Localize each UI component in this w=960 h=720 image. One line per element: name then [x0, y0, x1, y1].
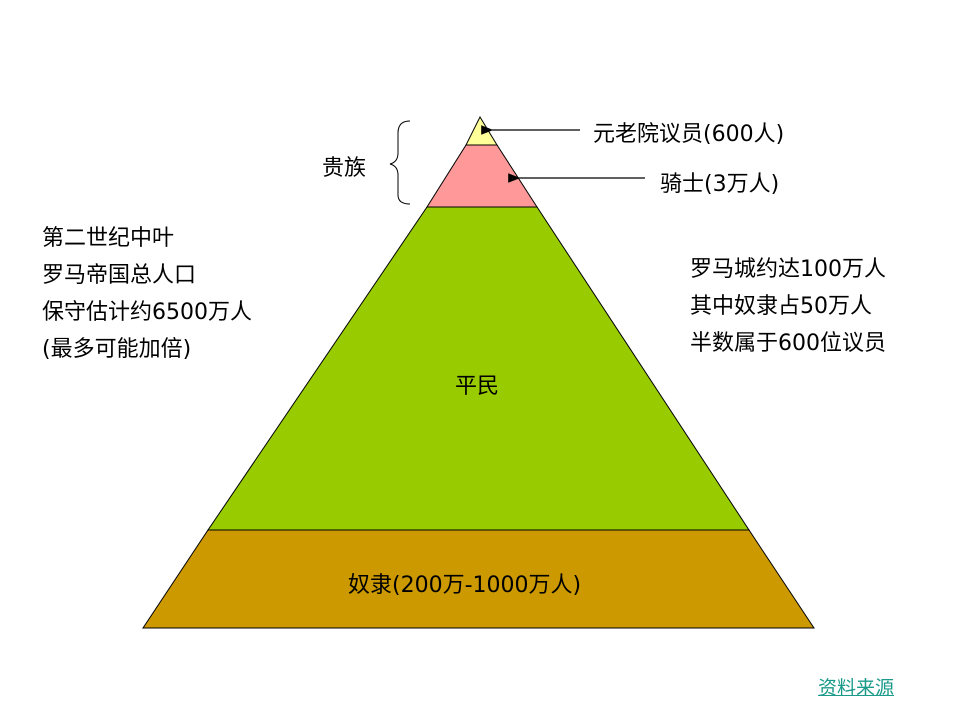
left-note-line: 保守估计约6500万人	[42, 300, 252, 325]
tier-knights	[426, 144, 538, 208]
right-note-line: 罗马城约达100万人	[690, 257, 886, 282]
left-note-line: 第二世纪中叶	[42, 226, 175, 251]
left-note-line: 罗马帝国总人口	[42, 263, 197, 288]
tier-senators	[465, 115, 498, 146]
plebs-label: 平民	[455, 374, 500, 399]
source-link[interactable]: 资料来源	[818, 677, 895, 699]
senators-label: 元老院议员(600人)	[593, 122, 785, 147]
right-note: 罗马城约达100万人 其中奴隶占50万人 半数属于600位议员	[690, 251, 886, 362]
knights-label: 骑士(3万人)	[660, 172, 780, 197]
nobility-label: 贵族	[322, 156, 367, 181]
left-note-line: (最多可能加倍)	[42, 337, 192, 362]
slaves-label: 奴隶(200万-1000万人)	[348, 573, 582, 598]
nobility-brace	[389, 120, 411, 205]
right-note-line: 其中奴隶占50万人	[690, 294, 872, 319]
right-note-line: 半数属于600位议员	[690, 331, 886, 356]
left-note: 第二世纪中叶 罗马帝国总人口 保守估计约6500万人 (最多可能加倍)	[42, 220, 252, 368]
